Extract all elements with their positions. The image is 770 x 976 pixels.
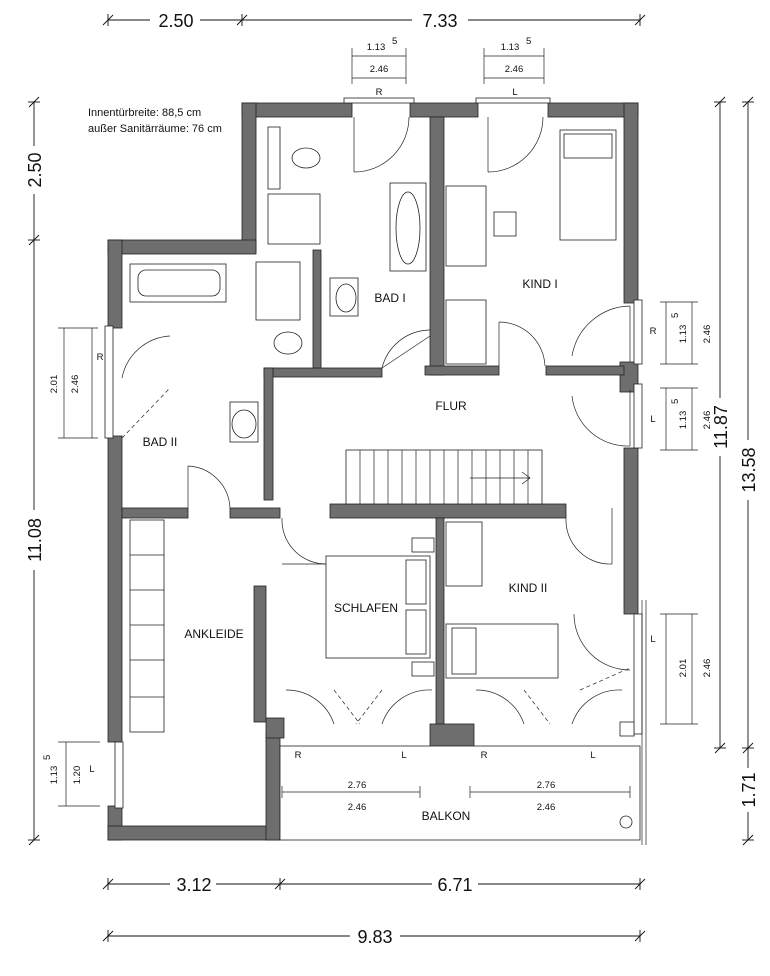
balcony-label-1: R (295, 750, 302, 761)
room-label-balkon: BALKON (422, 809, 471, 823)
room-label-schlafen: SCHLAFEN (334, 601, 398, 615)
balcony-label-2: L (401, 750, 406, 761)
window-right2-a-sup: 5 (670, 399, 681, 404)
dim-bottom-left: 3.12 (176, 875, 211, 895)
room-label-bad2: BAD II (143, 435, 178, 449)
dimension-lines (24, 10, 758, 946)
room-label-kind2: KIND II (509, 581, 548, 595)
window-right3-a: 2.01 (678, 659, 689, 678)
dim-right-total: 13.58 (739, 447, 759, 492)
window-left1-a: 2.01 (49, 375, 60, 394)
window-top1-a: 1.13 (367, 42, 386, 53)
room-label-flur: FLUR (435, 399, 467, 413)
note-line-2: außer Sanitärräume: 76 cm (88, 123, 222, 135)
window-left1-side: R (97, 352, 104, 363)
window-dims-right (660, 301, 698, 725)
window-right1-a: 1.13 (678, 325, 689, 344)
balcony-door-dims (281, 786, 631, 798)
balcony-door-left-a: 2.76 (348, 780, 367, 791)
window-left1-b: 2.46 (70, 375, 81, 394)
window-left2-a-sup: 5 (42, 755, 53, 760)
window-dims-left (58, 327, 100, 807)
window-right3-side: L (650, 634, 655, 645)
window-right1-side: R (650, 326, 657, 337)
note-line-1: Innentürbreite: 88,5 cm (88, 107, 201, 119)
dim-right-balcony: 1.71 (739, 772, 759, 807)
window-left2-b: 1.20 (72, 766, 83, 785)
window-right1-a-sup: 5 (670, 313, 681, 318)
window-top2-a: 1.13 (501, 42, 520, 53)
dim-left-upper: 2.50 (25, 152, 45, 187)
room-label-bad1: BAD I (374, 291, 405, 305)
furniture (129, 126, 641, 841)
window-top1-side: R (376, 87, 383, 98)
stair-steps (359, 450, 531, 504)
window-top1-a-sup: 5 (392, 36, 397, 47)
window-dims-top (351, 48, 545, 84)
dim-top-right: 7.33 (422, 11, 457, 31)
room-label-kind1: KIND I (522, 277, 557, 291)
window-left2-a: 1.13 (49, 766, 60, 785)
window-right2-a: 1.13 (678, 411, 689, 430)
window-right3-b: 2.46 (702, 659, 713, 678)
window-right2-side: L (650, 414, 655, 425)
window-top2-b: 2.46 (505, 64, 524, 75)
window-top2-side: L (512, 87, 517, 98)
balcony-label-3: R (481, 750, 488, 761)
window-right1-b: 2.46 (702, 325, 713, 344)
dim-left-lower: 11.08 (25, 518, 45, 562)
walls (107, 102, 639, 841)
window-top2-a-sup: 5 (526, 36, 531, 47)
balcony-label-4: L (590, 750, 595, 761)
dim-bottom-total: 9.83 (357, 927, 392, 947)
windows (104, 97, 647, 845)
window-top1-b: 2.46 (370, 64, 389, 75)
room-label-ankleide: ANKLEIDE (184, 627, 243, 641)
dim-top-left: 2.50 (158, 11, 193, 31)
window-right2-b: 2.46 (702, 411, 713, 430)
dim-bottom-right: 6.71 (437, 875, 472, 895)
door-swings (121, 116, 631, 725)
window-left2-side: L (89, 764, 94, 775)
balcony-door-right-b: 2.46 (537, 802, 556, 813)
balcony-door-left-b: 2.46 (348, 802, 367, 813)
balcony-door-right-a: 2.76 (537, 780, 556, 791)
dim-right-main: 11.87 (711, 405, 731, 449)
